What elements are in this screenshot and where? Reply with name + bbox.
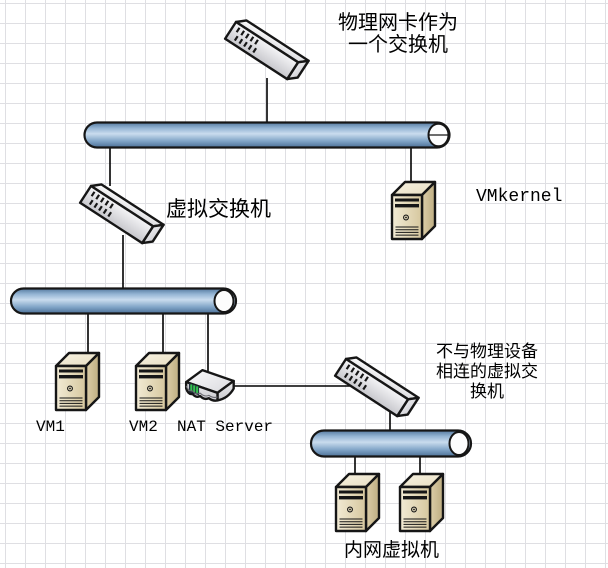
ethernet-bus-1[interactable] [83, 121, 451, 149]
ethernet-bus-2[interactable] [9, 287, 238, 315]
vm1-label: VM1 [36, 418, 65, 436]
internal-vms-label: 内网虚拟机 [344, 539, 440, 561]
physical-nic-note-label: 物理网卡作为 一个交换机 [338, 10, 458, 56]
physical-nic-switch-icon[interactable] [223, 14, 310, 85]
vm1-server-icon[interactable] [54, 351, 101, 412]
isolated-switch-note-label: 不与物理设备 相连的虚拟交 换机 [436, 342, 538, 402]
nat-server-icon[interactable] [184, 368, 235, 402]
vm2-server-icon[interactable] [134, 351, 181, 412]
nat-server-label: NAT Server [177, 418, 274, 436]
internal-vm2-server-icon[interactable] [398, 472, 445, 533]
bus-end-cap [213, 289, 235, 313]
virtual-switch-icon[interactable] [78, 178, 165, 249]
internal-vm1-server-icon[interactable] [334, 472, 381, 533]
vmkernel-label: VMkernel [476, 187, 563, 207]
ethernet-bus-3[interactable] [309, 429, 473, 458]
bus-end-cap [448, 431, 470, 456]
vmkernel-server-icon[interactable] [390, 180, 437, 241]
vm2-label: VM2 [129, 418, 158, 436]
virtual-switch-label: 虚拟交换机 [166, 197, 271, 221]
